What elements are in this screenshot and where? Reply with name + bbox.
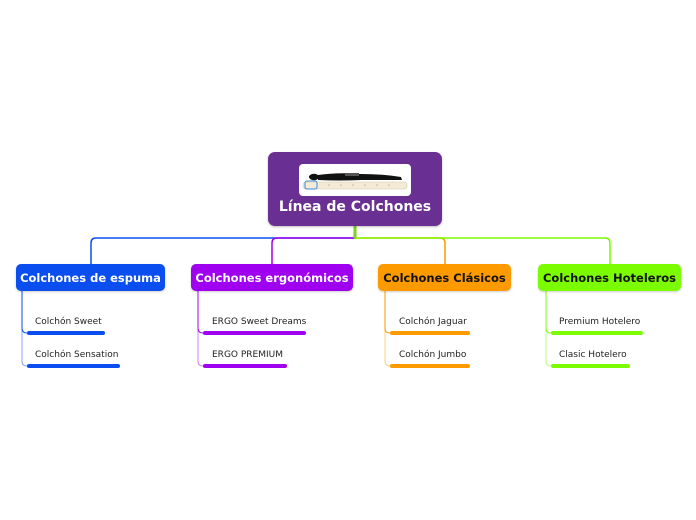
connector-clasicos: [354, 226, 446, 264]
root-title: Línea de Colchones: [278, 199, 432, 215]
leaf-connector-ergo-2: [197, 291, 204, 367]
leaf-underline: [551, 364, 630, 368]
leaf-connector-clasicos-2: [384, 291, 391, 367]
branch-node-clasicos[interactable]: Colchones Clásicos: [378, 264, 511, 291]
connector-stem: [353, 226, 357, 238]
leaf-underline: [390, 331, 470, 335]
connector-espuma: [90, 226, 356, 264]
branch-label: Colchones Hoteleros: [542, 270, 676, 285]
leaf-node[interactable]: ERGO PREMIUM: [212, 350, 283, 360]
leaf-connector-espuma-1: [21, 291, 28, 334]
leaf-node[interactable]: Clasic Hotelero: [559, 350, 627, 360]
mattress-with-person-image: [299, 164, 411, 196]
leaf-connector-clasicos-1: [384, 291, 391, 334]
leaf-node[interactable]: Colchón Sweet: [35, 317, 102, 327]
branch-label: Colchones Clásicos: [383, 270, 506, 285]
leaf-underline: [203, 331, 306, 335]
leaf-node[interactable]: Premium Hotelero: [559, 317, 641, 327]
leaf-underline: [390, 364, 470, 368]
connector-hoteleros: [354, 226, 611, 264]
branch-label: Colchones ergonómicos: [195, 270, 349, 285]
leaf-underline: [27, 331, 105, 335]
branch-node-hoteleros[interactable]: Colchones Hoteleros: [538, 264, 681, 291]
leaf-connector-espuma-2: [21, 291, 28, 367]
leaf-node[interactable]: ERGO Sweet Dreams: [212, 317, 307, 327]
leaf-node[interactable]: Colchón Jaguar: [399, 317, 467, 327]
branch-node-espuma[interactable]: Colchones de espuma: [16, 264, 165, 291]
leaf-underline: [551, 331, 643, 335]
connector-ergonomicos: [271, 226, 356, 264]
leaf-node[interactable]: Colchón Sensation: [35, 350, 119, 360]
branch-node-ergonomicos[interactable]: Colchones ergonómicos: [191, 264, 353, 291]
leaf-connector-hoteleros-1: [545, 291, 552, 334]
leaf-connector-ergo-1: [197, 291, 204, 334]
leaf-node[interactable]: Colchón Jumbo: [399, 350, 467, 360]
root-node[interactable]: Línea de Colchones: [268, 152, 442, 226]
leaf-connector-hoteleros-2: [545, 291, 552, 367]
leaf-underline: [203, 364, 287, 368]
leaf-underline: [27, 364, 120, 368]
branch-label: Colchones de espuma: [20, 270, 161, 285]
